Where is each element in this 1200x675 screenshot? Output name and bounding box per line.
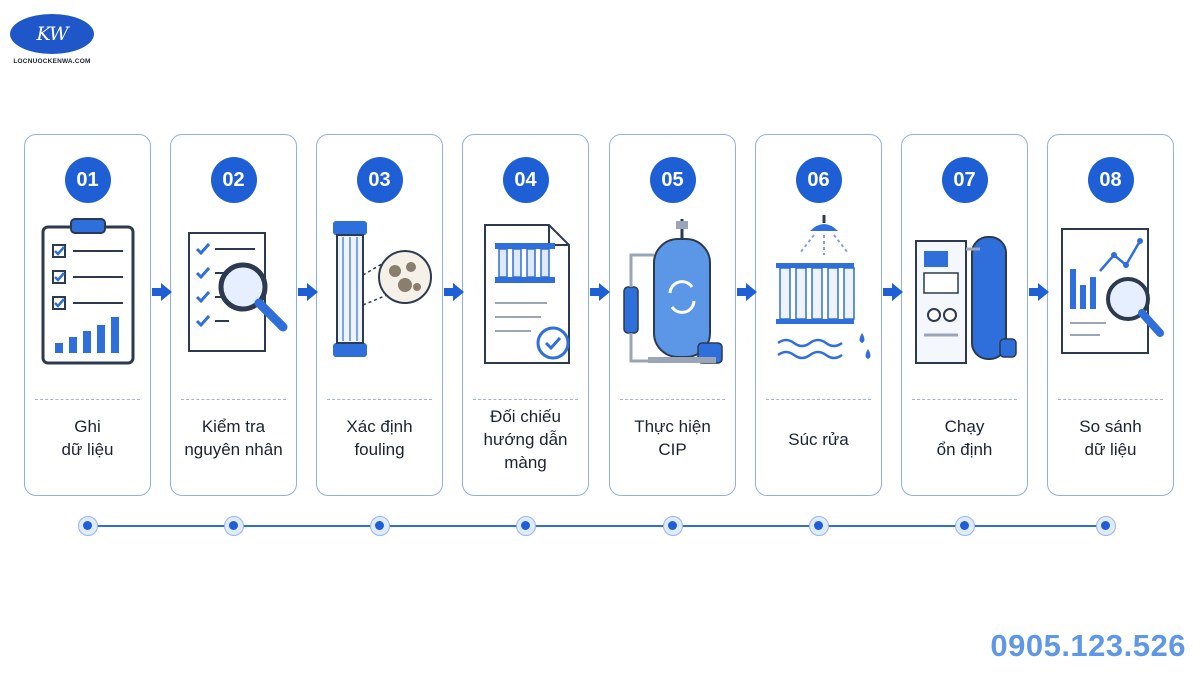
step-label-line: CIP <box>658 440 687 459</box>
step-label-line: dữ liệu <box>61 440 114 459</box>
arrow-right-icon <box>298 282 318 302</box>
step-label-line: Súc rửa <box>788 430 849 449</box>
step-badge: 07 <box>941 157 988 203</box>
step-card-08: 08 So sánh dữ liệu <box>1047 134 1174 496</box>
timeline-dot <box>955 516 975 536</box>
step-label: Ghi dữ liệu <box>29 415 146 461</box>
timeline-dot <box>1096 516 1116 536</box>
step-label-line: Thực hiện <box>634 417 711 436</box>
card-divider <box>766 399 871 400</box>
step-label-line: Kiểm tra <box>201 417 266 436</box>
step-label: Kiểm tra nguyên nhân <box>175 415 292 461</box>
card-divider <box>35 399 140 400</box>
timeline-dot <box>370 516 390 536</box>
process-steps: 01 Ghi dữ <box>24 134 1174 496</box>
logo-oval: KW <box>10 14 94 54</box>
step-label-line: fouling <box>354 440 405 459</box>
step-badge: 04 <box>502 157 549 203</box>
step-label-line: ổn định <box>936 440 993 459</box>
card-divider <box>181 399 286 400</box>
step-badge: 03 <box>356 157 403 203</box>
arrow-right-icon <box>590 282 610 302</box>
timeline-line <box>88 525 1108 527</box>
card-divider <box>912 399 1017 400</box>
timeline-dot <box>809 516 829 536</box>
step-label-line: Xác định <box>346 417 413 436</box>
step-badge: 06 <box>795 157 842 203</box>
step-label-line: Đối chiếu <box>490 407 561 426</box>
step-label: Chạy ổn định <box>906 415 1023 461</box>
arrow-right-icon <box>152 282 172 302</box>
card-divider <box>1058 399 1163 400</box>
arrow-right-icon <box>444 282 464 302</box>
clipboard-chart-icon <box>33 215 143 375</box>
membrane-fouling-icon <box>325 215 435 375</box>
step-label: Đối chiếu hướng dẫn màng <box>467 405 584 474</box>
step-label-line: nguyên nhân <box>184 440 283 459</box>
ro-system-icon <box>910 215 1020 375</box>
document-check-icon <box>471 215 581 375</box>
step-label: So sánh dữ liệu <box>1052 415 1169 461</box>
arrow-right-icon <box>883 282 903 302</box>
timeline-dot <box>78 516 98 536</box>
step-label: Súc rửa <box>760 428 877 451</box>
step-card-06: 06 Súc rửa <box>755 134 882 496</box>
step-label-line: màng <box>504 453 547 472</box>
step-badge: 08 <box>1087 157 1134 203</box>
step-label-line: Ghi <box>74 417 101 436</box>
report-analysis-icon <box>1056 215 1166 375</box>
step-card-01: 01 Ghi dữ <box>24 134 151 496</box>
brand-logo: KW LOCNUOCKENWA.COM <box>10 14 94 65</box>
checklist-magnifier-icon <box>179 215 289 375</box>
timeline-dot <box>224 516 244 536</box>
step-card-02: 02 Kiểm tra nguyên nhân <box>170 134 297 496</box>
step-badge: 05 <box>649 157 696 203</box>
arrow-right-icon <box>737 282 757 302</box>
step-label-line: dữ liệu <box>1084 440 1137 459</box>
arrow-right-icon <box>1029 282 1049 302</box>
step-label-line: So sánh <box>1079 417 1142 436</box>
timeline-dot <box>663 516 683 536</box>
rinse-shower-icon <box>764 215 874 375</box>
contact-phone: 0905.123.526 <box>990 628 1186 663</box>
timeline-dot <box>516 516 536 536</box>
card-divider <box>473 399 578 400</box>
step-badge: 02 <box>210 157 257 203</box>
logo-website: LOCNUOCKENWA.COM <box>13 58 91 65</box>
step-label: Thực hiện CIP <box>614 415 731 461</box>
step-card-07: 07 Chạy ổn định <box>901 134 1028 496</box>
cip-tank-icon <box>618 215 728 375</box>
step-label: Xác định fouling <box>321 415 438 461</box>
step-card-03: 03 Xác định fouling <box>316 134 443 496</box>
step-label-line: hướng dẫn <box>483 430 568 449</box>
logo-mark: KW <box>36 23 68 45</box>
step-label-line: Chạy <box>944 417 985 436</box>
step-card-05: 05 Thực hiện CIP <box>609 134 736 496</box>
card-divider <box>327 399 432 400</box>
step-card-04: 04 Đối chiếu hướng dẫn màng <box>462 134 589 496</box>
card-divider <box>620 399 725 400</box>
step-badge: 01 <box>64 157 111 203</box>
